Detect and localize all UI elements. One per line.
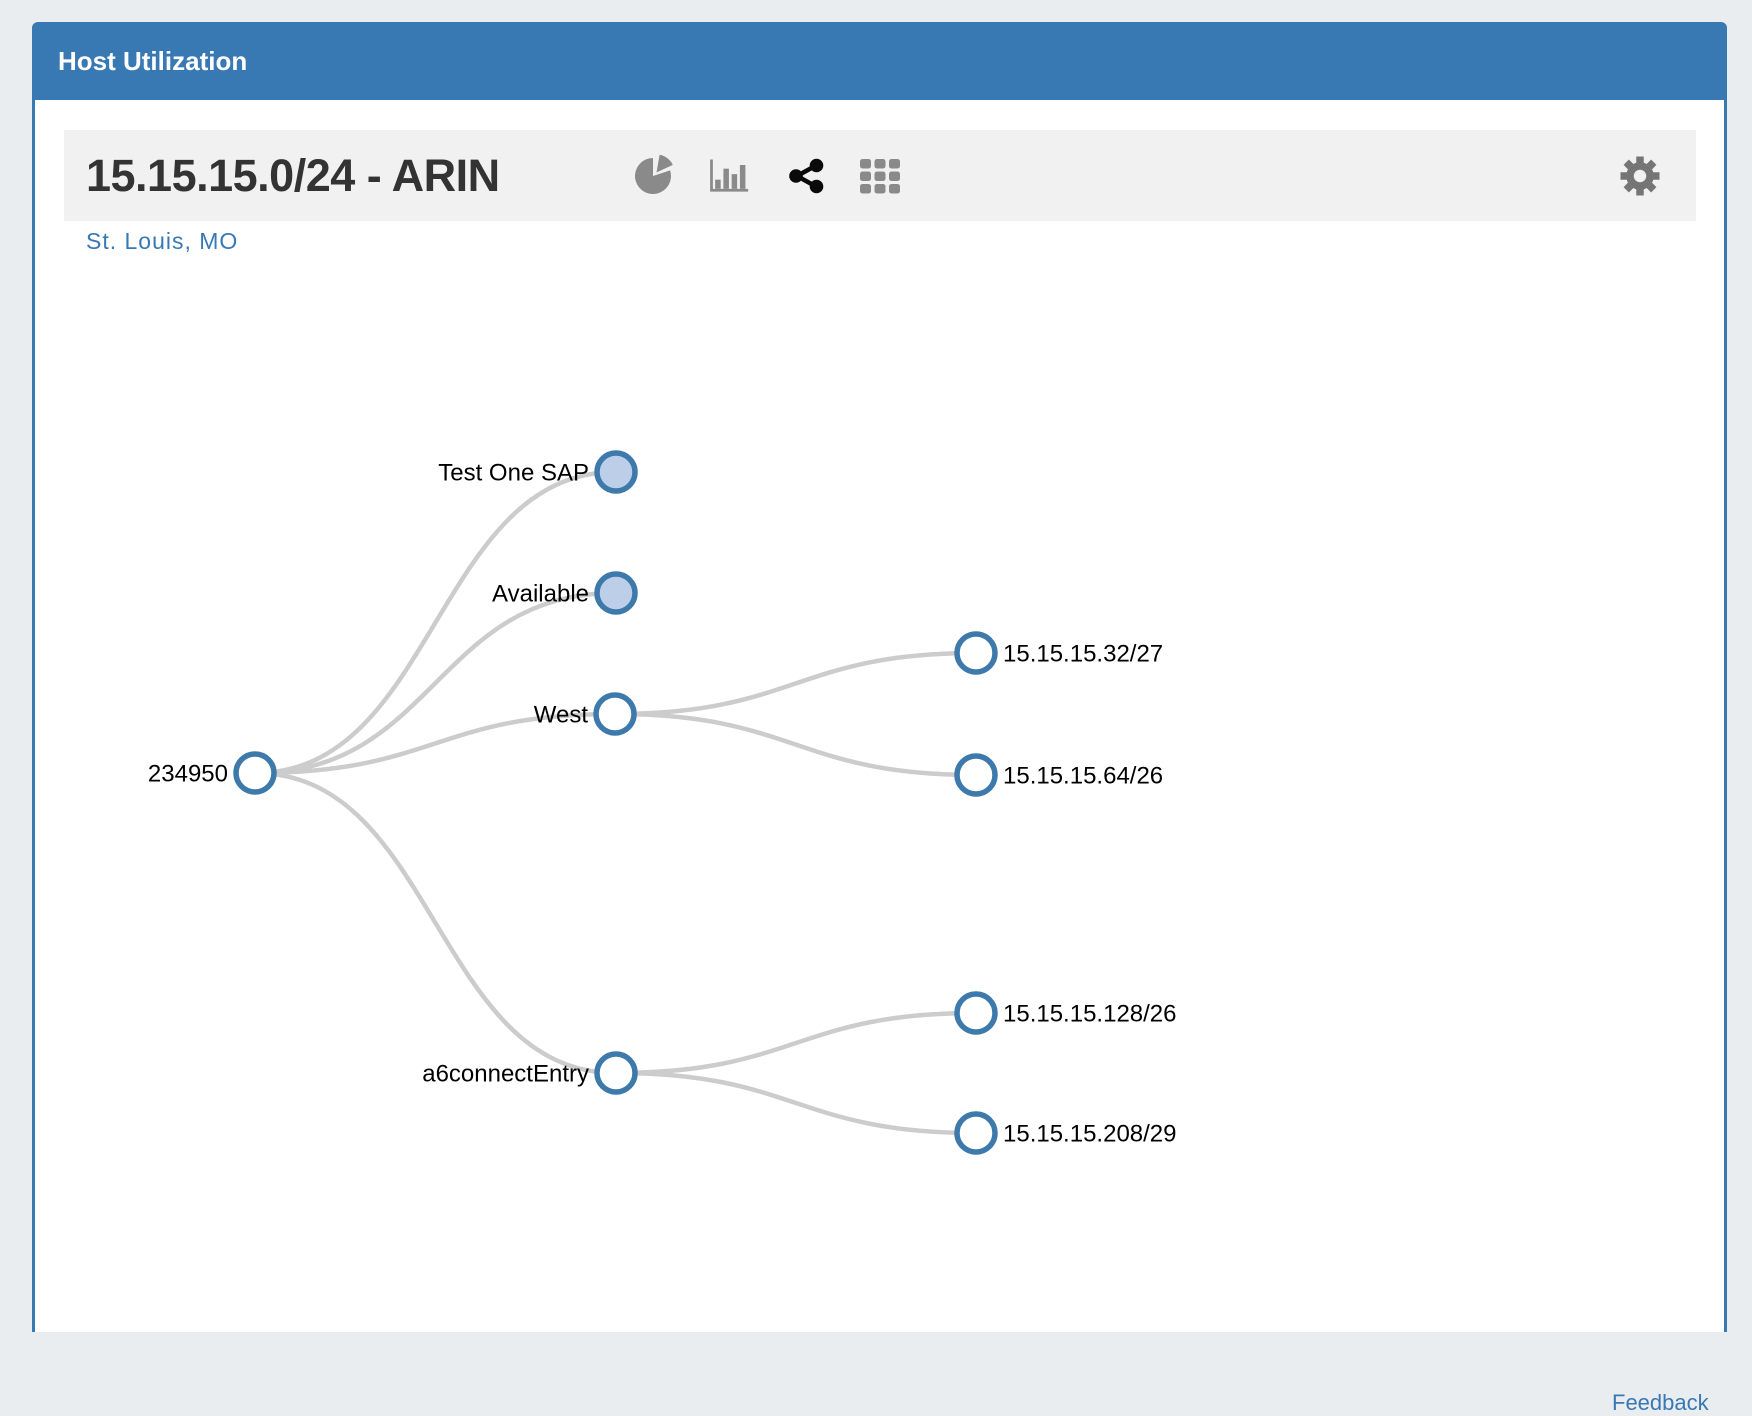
node-circle[interactable]: [954, 1111, 998, 1155]
bar-chart-icon[interactable]: [706, 154, 750, 198]
node-circle[interactable]: [594, 571, 638, 615]
host-utilization-panel: Host Utilization 15.15.15.0/24 - ARIN: [32, 22, 1727, 1415]
node-circle[interactable]: [594, 450, 638, 494]
grid-icon[interactable]: [858, 154, 902, 198]
node-circle[interactable]: [233, 751, 277, 795]
share-icon[interactable]: [784, 154, 828, 198]
feedback-link[interactable]: Feedback: [1612, 1390, 1709, 1415]
subnet-title: 15.15.15.0/24 - ARIN: [86, 149, 500, 201]
gear-icon[interactable]: [1618, 154, 1662, 198]
pie-chart-icon[interactable]: [631, 154, 675, 198]
node-circle[interactable]: [954, 753, 998, 797]
node-circle[interactable]: [954, 631, 998, 675]
panel-body: 15.15.15.0/24 - ARIN: [32, 100, 1727, 1415]
panel-header: Host Utilization: [32, 22, 1727, 100]
widget-toolbar: 15.15.15.0/24 - ARIN: [64, 130, 1696, 221]
location-link[interactable]: St. Louis, MO: [86, 228, 239, 254]
node-circle[interactable]: [593, 692, 637, 736]
node-circle[interactable]: [594, 1051, 638, 1095]
panel-title: Host Utilization: [58, 45, 248, 76]
node-circle[interactable]: [954, 991, 998, 1035]
